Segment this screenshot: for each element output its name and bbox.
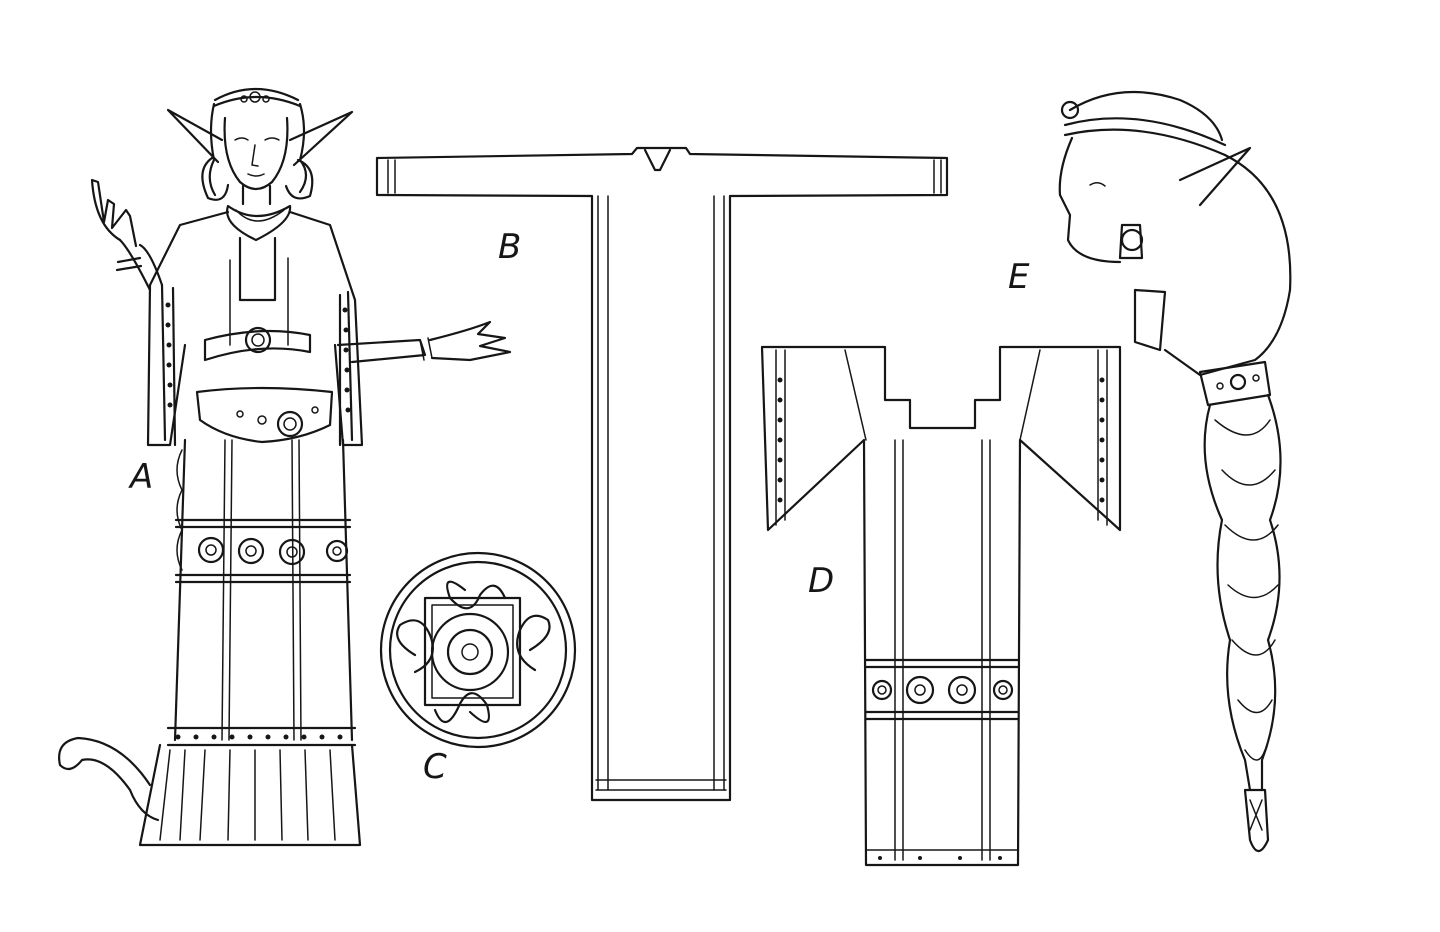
figure-e-profile: E xyxy=(1008,90,1292,853)
garment-b-tunic: B xyxy=(375,146,949,802)
label-a: A xyxy=(128,457,153,497)
garment-d-dress: D xyxy=(760,345,1122,867)
label-e: E xyxy=(1008,257,1030,297)
label-b: B xyxy=(498,227,521,267)
label-d: D xyxy=(808,561,834,601)
label-c: C xyxy=(423,747,447,787)
figure-a-elf: A xyxy=(58,87,512,847)
detail-c-brooch: C xyxy=(379,551,577,787)
